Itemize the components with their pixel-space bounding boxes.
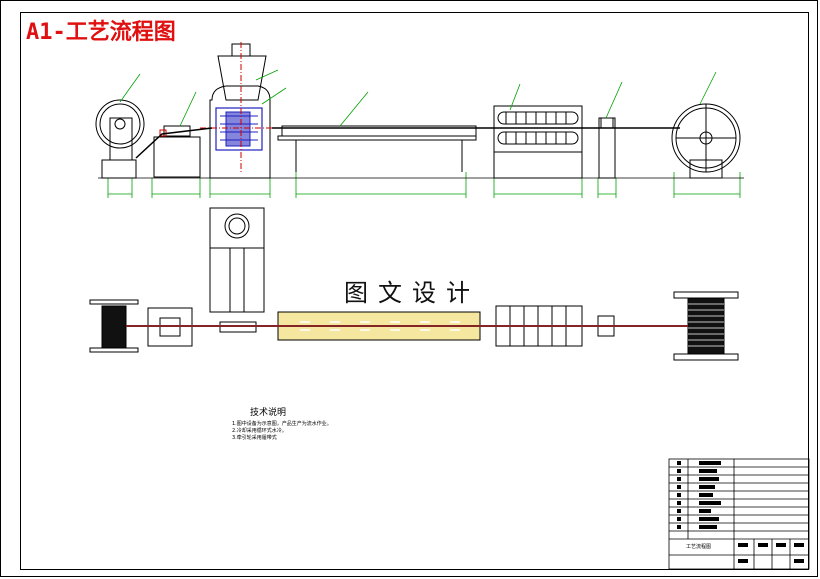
elevation-view bbox=[95, 42, 741, 179]
technical-notes: 技术说明 1.图中设备为示意图，产品生产为流水作业。 2.冷却采用循环式水冷。 … bbox=[232, 405, 332, 442]
title-block-drawing-name: 工艺流程图 bbox=[686, 544, 712, 550]
drawing-title: A1-工艺流程图 bbox=[26, 20, 176, 45]
haul-off-caterpillar bbox=[493, 105, 583, 179]
take-up-reel bbox=[671, 103, 741, 179]
balloon-leaders bbox=[119, 69, 717, 127]
notes-line: 2.冷却采用循环式水冷。 bbox=[232, 428, 287, 434]
preheater-unit bbox=[153, 125, 201, 178]
title-block bbox=[668, 458, 810, 570]
extruder-plan bbox=[209, 207, 265, 333]
take-up-reel-plan bbox=[673, 291, 739, 361]
payoff-reel-plan bbox=[89, 299, 139, 353]
dimension-lines bbox=[107, 172, 741, 198]
watermark: 图文设计 bbox=[342, 273, 482, 308]
drawing-frame bbox=[20, 12, 809, 570]
notes-line: 3.牵引轮采用履带式 bbox=[232, 435, 277, 441]
cooling-trough bbox=[277, 125, 477, 172]
notes-line: 1.图中设备为示意图，产品生产为流水作业。 bbox=[232, 421, 332, 427]
cutter-unit bbox=[598, 117, 616, 179]
notes-heading: 技术说明 bbox=[250, 408, 287, 418]
cable-line-elevation bbox=[135, 127, 680, 159]
payoff-reel bbox=[95, 99, 145, 179]
extruder bbox=[200, 42, 275, 179]
plan-view bbox=[89, 207, 739, 361]
